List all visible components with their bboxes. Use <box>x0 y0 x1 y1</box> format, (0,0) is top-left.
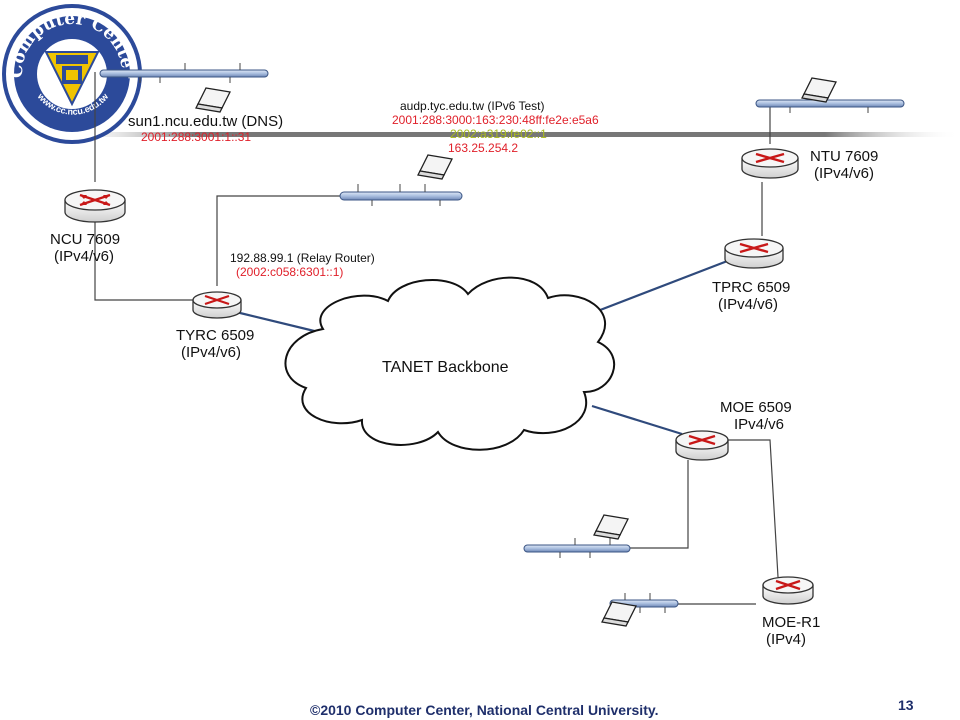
ncu-router-name: NCU 7609 <box>50 231 120 248</box>
router-icon <box>64 189 126 223</box>
moe-router-proto: IPv4/v6 <box>734 416 784 433</box>
router-icon <box>762 576 814 605</box>
tyrc-router-proto: (IPv4/v6) <box>181 344 241 361</box>
moe-router-name: MOE 6509 <box>720 399 792 416</box>
lan-segment-ntu <box>755 93 905 113</box>
slide-footer: ©2010 Computer Center, National Central … <box>0 698 960 720</box>
audp-address-ipv6: 2001:288:3000:163:230:48ff:fe2e:e5a6 <box>392 113 599 127</box>
moer1-router-proto: (IPv4) <box>766 631 806 648</box>
dns-host-address: 2001:288:3001:1::31 <box>141 130 251 144</box>
ntu-router-proto: (IPv4/v6) <box>814 165 874 182</box>
tprc-router-proto: (IPv4/v6) <box>718 296 778 313</box>
laptop-icon <box>417 154 453 180</box>
tyrc-router-name: TYRC 6509 <box>176 327 254 344</box>
tprc-router-name: TPRC 6509 <box>712 279 790 296</box>
audp-address-6to4: 2002:a319:fe02::1 <box>450 127 547 141</box>
relay-router-address: (2002:c058:6301::1) <box>236 265 343 279</box>
lan-segment-moe <box>523 538 631 558</box>
lan-segment-ncu <box>99 63 269 83</box>
moer1-router-name: MOE-R1 <box>762 614 820 631</box>
router-icon <box>192 291 242 319</box>
laptop-icon <box>195 87 231 113</box>
cloud-label: TANET Backbone <box>382 359 509 376</box>
copyright-text: ©2010 Computer Center, National Central … <box>310 702 659 718</box>
laptop-icon <box>801 77 837 103</box>
audp-host-name: audp.tyc.edu.tw (IPv6 Test) <box>400 99 545 113</box>
ntu-router-name: NTU 7609 <box>810 148 878 165</box>
header-separator <box>60 132 960 137</box>
audp-address-ipv4: 163.25.254.2 <box>448 141 518 155</box>
relay-router-name: 192.88.99.1 (Relay Router) <box>230 251 375 265</box>
router-icon <box>675 430 729 461</box>
router-icon <box>741 148 799 179</box>
computer-center-logo: Computer Center www.cc.ncu.edu.tw <box>2 4 142 144</box>
ncu-router-proto: (IPv4/v6) <box>54 248 114 265</box>
tanet-backbone-cloud: TANET Backbone <box>284 276 616 451</box>
page-number: 13 <box>898 697 914 713</box>
laptop-icon <box>601 601 637 627</box>
laptop-icon <box>593 514 629 540</box>
lan-segment-tyrc <box>339 184 463 206</box>
router-icon <box>724 238 784 269</box>
dns-host-name: sun1.ncu.edu.tw (DNS) <box>128 113 283 130</box>
